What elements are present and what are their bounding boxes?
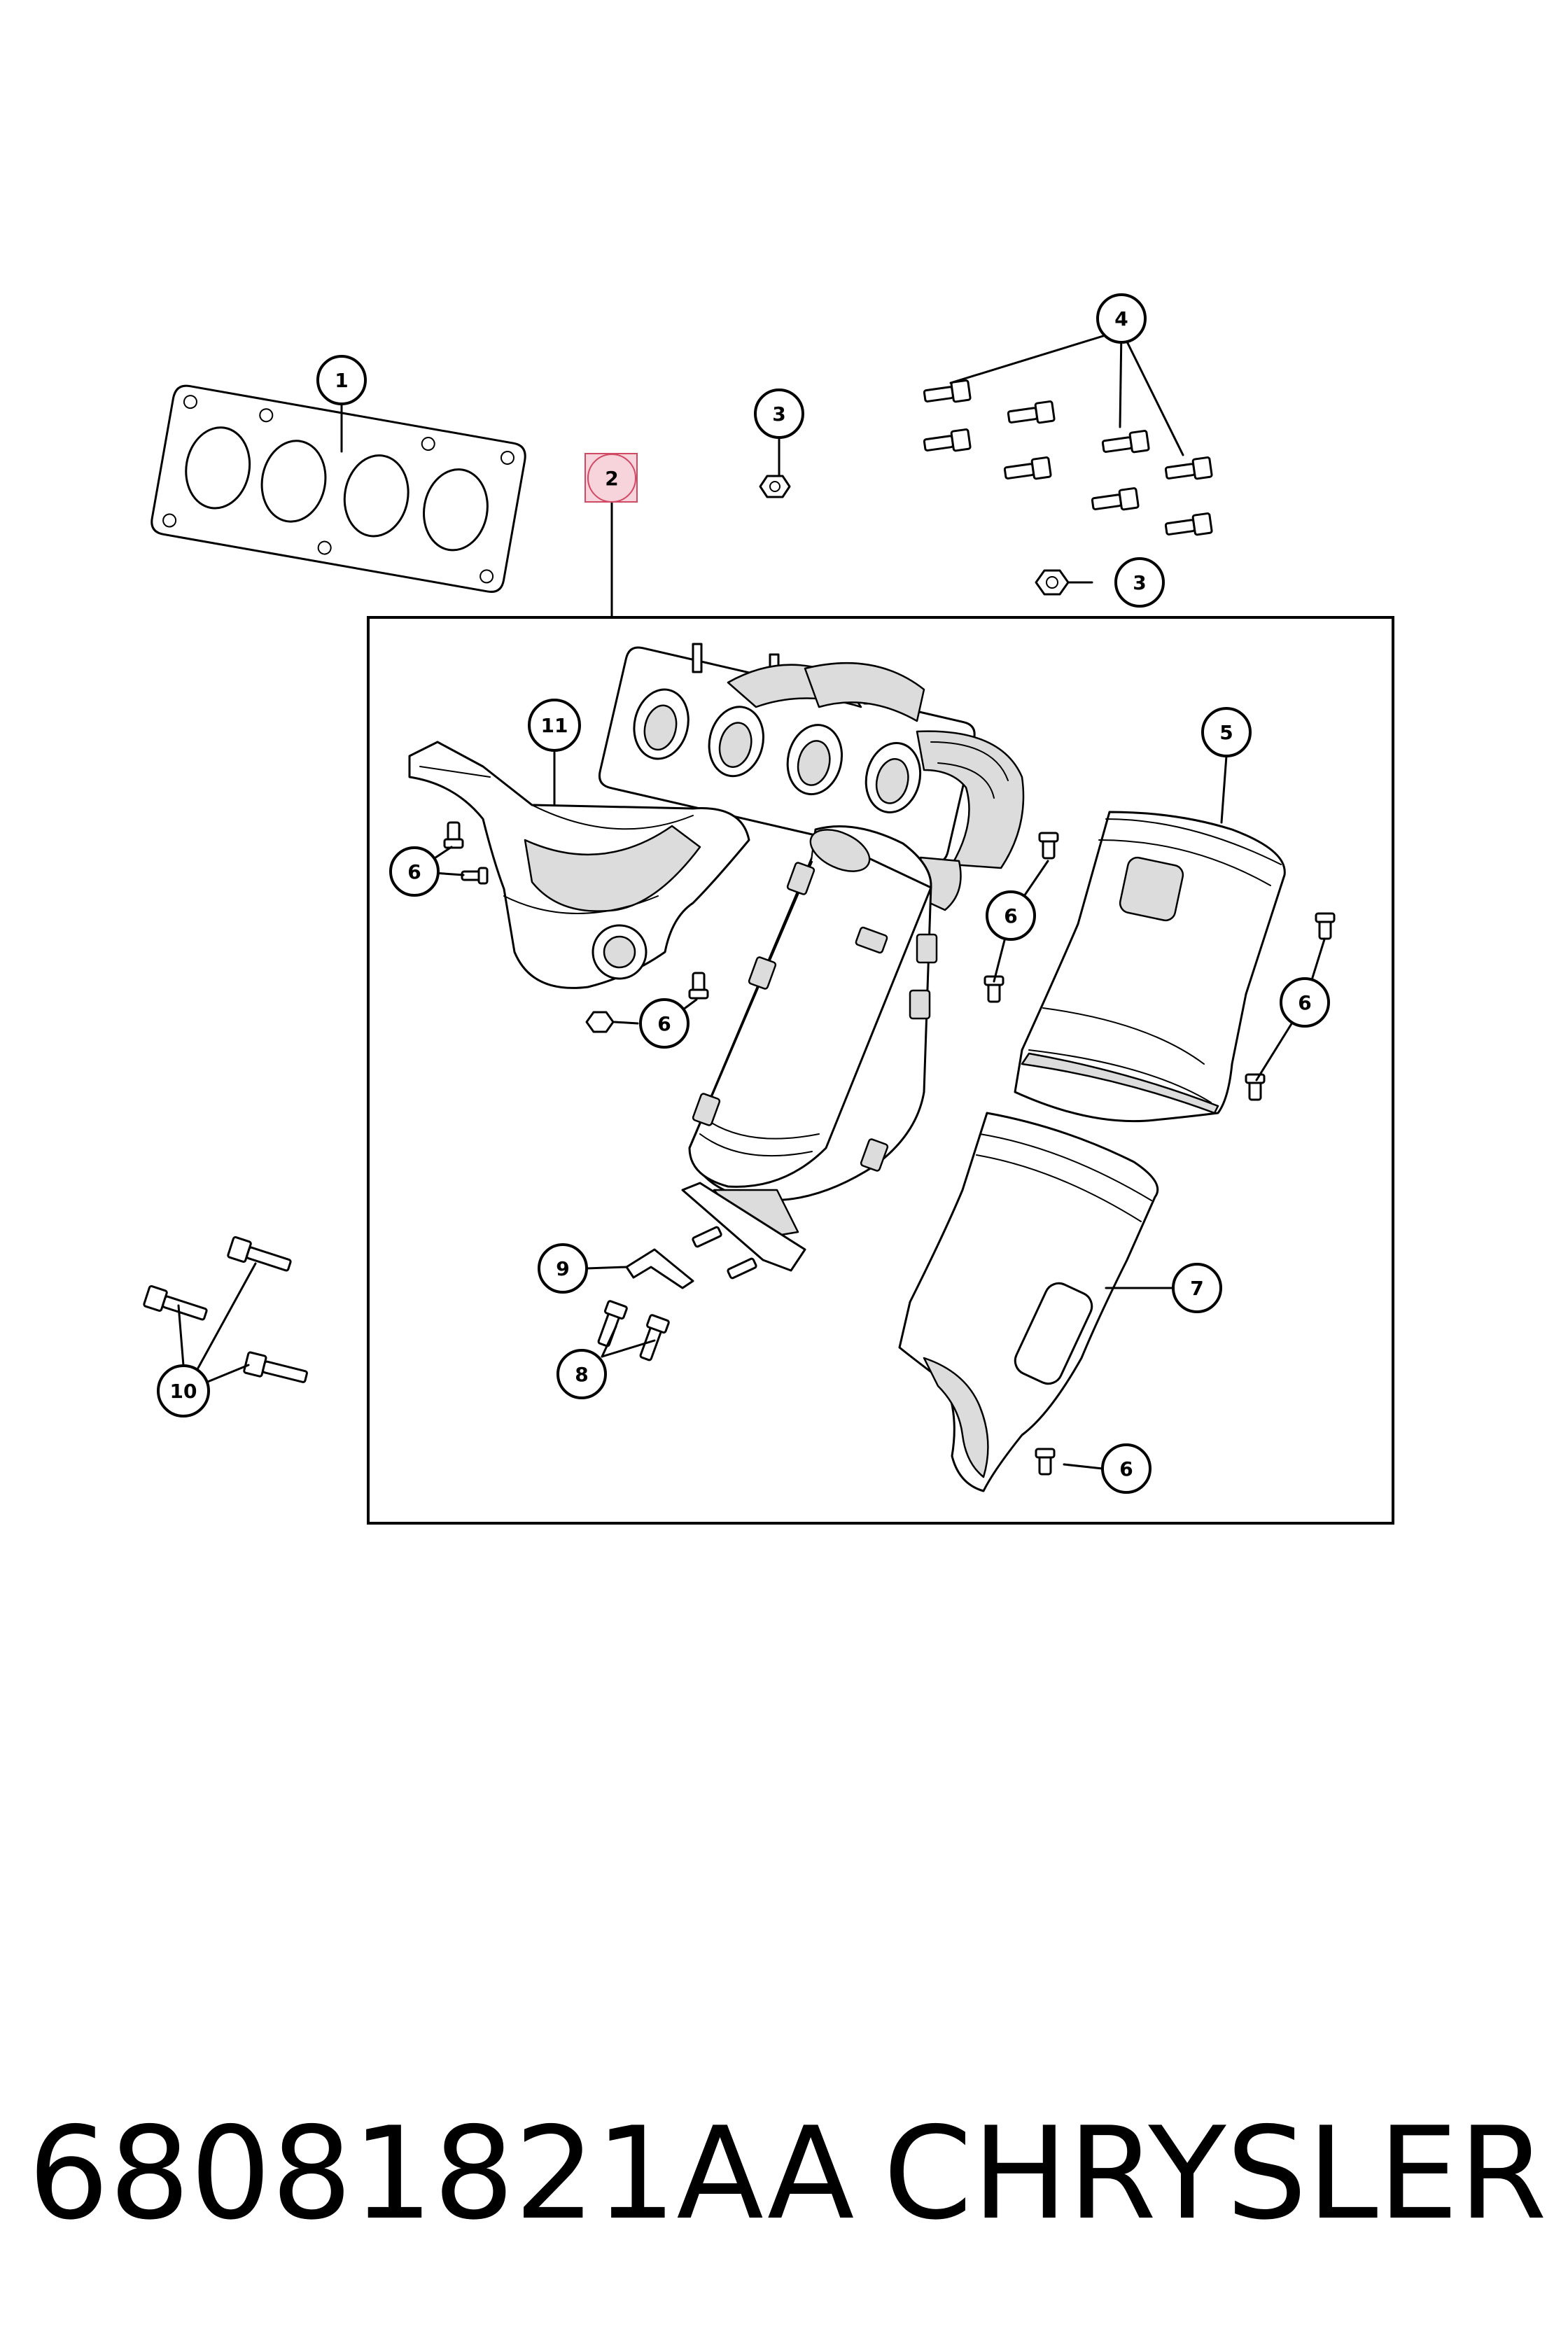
svg-text:7: 7	[1190, 1277, 1203, 1300]
bracket	[625, 1248, 694, 1289]
callout-9[interactable]: 9	[538, 1243, 588, 1294]
callout-10[interactable]: 10	[157, 1364, 210, 1418]
svg-text:6: 6	[657, 1012, 671, 1035]
svg-text:6: 6	[1119, 1457, 1133, 1480]
svg-text:3: 3	[772, 402, 785, 426]
nut-top	[759, 475, 791, 498]
bolt-group-10	[143, 1236, 308, 1383]
callout-2[interactable]: 2	[584, 453, 638, 503]
part-number: 68081821AA	[28, 2099, 855, 2248]
callout-6-right[interactable]: 6	[1280, 977, 1330, 1028]
svg-text:10: 10	[170, 1380, 197, 1403]
svg-text:9: 9	[556, 1257, 569, 1280]
bolts-6	[443, 821, 1336, 1476]
heat-shield-upper	[1014, 811, 1286, 1123]
studs-8	[597, 1300, 670, 1362]
svg-text:4: 4	[1114, 307, 1128, 330]
brand-name: CHRYSLER	[883, 2099, 1547, 2248]
callout-11[interactable]: 11	[528, 699, 581, 752]
footer: 68081821AA CHRYSLER	[28, 2093, 1547, 2254]
heat-shield-lower	[898, 1112, 1159, 1492]
svg-text:11: 11	[541, 714, 568, 737]
callout-6-left[interactable]: 6	[389, 846, 440, 897]
manifold-gasket	[150, 384, 526, 593]
svg-text:2: 2	[605, 467, 618, 490]
callout-6-bottom[interactable]: 6	[1101, 1443, 1152, 1494]
callout-1[interactable]: 1	[316, 355, 367, 405]
callout-4[interactable]: 4	[1096, 293, 1147, 344]
svg-text:5: 5	[1219, 721, 1233, 744]
assembly-frame	[367, 616, 1394, 1525]
callout-3-top[interactable]: 3	[754, 388, 804, 439]
svg-text:3: 3	[1133, 571, 1146, 594]
callout-7[interactable]: 7	[1172, 1263, 1222, 1313]
svg-text:6: 6	[1298, 991, 1311, 1014]
svg-text:1: 1	[335, 369, 348, 392]
catalytic-converter	[688, 825, 938, 1240]
bolt-group-4	[923, 379, 1213, 536]
heat-shield-manifold	[408, 741, 750, 989]
manifold-flange	[598, 646, 976, 864]
outlet-flange	[681, 1182, 806, 1280]
callout-3-right[interactable]: 3	[1114, 557, 1165, 608]
manifold-runners	[727, 662, 1025, 911]
callout-6-mid[interactable]: 6	[986, 890, 1036, 941]
callout-8[interactable]: 8	[556, 1349, 607, 1399]
svg-text:8: 8	[575, 1363, 588, 1386]
svg-text:6: 6	[1004, 904, 1017, 927]
callout-6-center[interactable]: 6	[639, 998, 690, 1049]
svg-text:6: 6	[407, 860, 421, 883]
nut-right	[1035, 569, 1070, 596]
callout-5[interactable]: 5	[1201, 707, 1252, 757]
